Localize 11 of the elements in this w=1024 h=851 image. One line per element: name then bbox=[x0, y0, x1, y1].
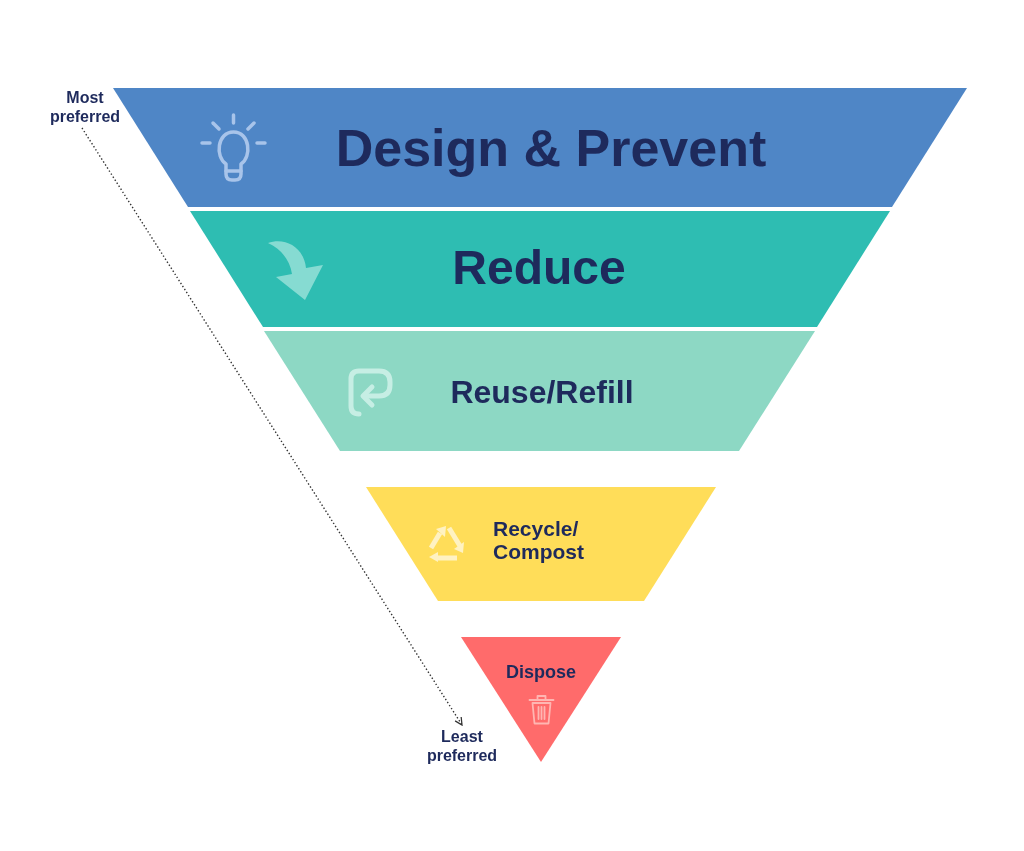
level-label: Dispose bbox=[505, 661, 577, 683]
dotted-arrow bbox=[81, 127, 463, 726]
level-band bbox=[366, 487, 716, 601]
level-label: Reuse/Refill bbox=[449, 373, 635, 412]
level-label: Reduce bbox=[451, 240, 627, 296]
preference-label: Least preferred bbox=[412, 727, 512, 765]
preference-label: Most preferred bbox=[38, 88, 132, 126]
level-label: Recycle/ Compost bbox=[493, 517, 585, 563]
level-label: Design & Prevent bbox=[334, 118, 768, 178]
level-band bbox=[190, 211, 890, 327]
level-band bbox=[264, 331, 815, 451]
